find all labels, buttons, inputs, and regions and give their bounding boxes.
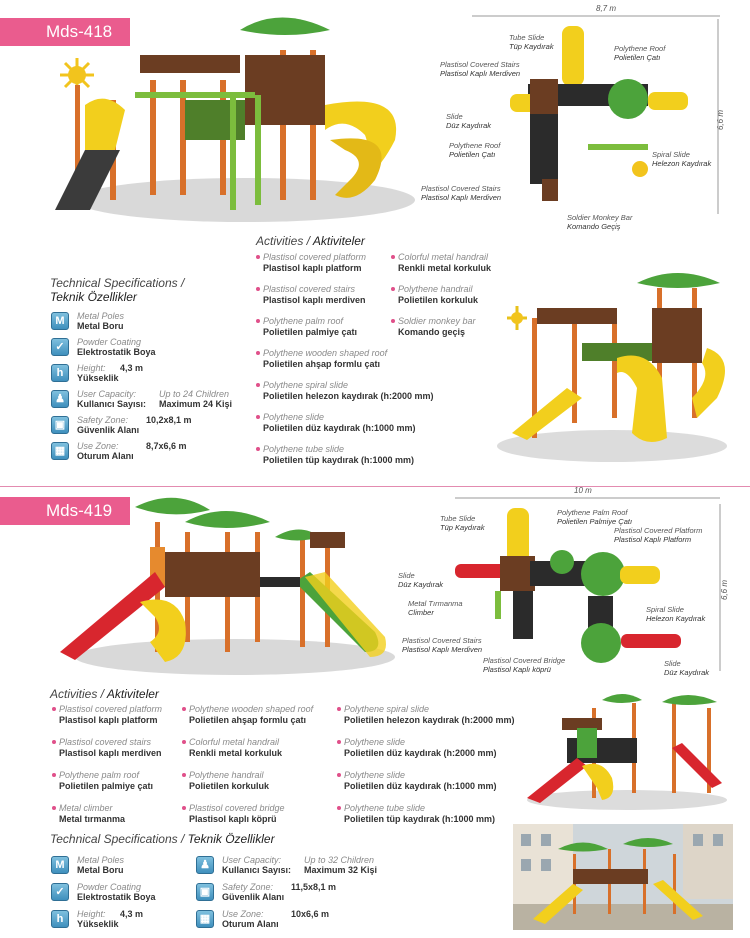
height-icon: h bbox=[51, 364, 69, 382]
safety-zone-icon: ▣ bbox=[51, 416, 69, 434]
spec-value: 10x6,6 m bbox=[291, 909, 330, 919]
metal-pole-icon: M bbox=[51, 856, 69, 874]
plan-view-418 bbox=[472, 15, 720, 214]
spec-value: 10,2x8,1 m bbox=[146, 415, 192, 425]
users-icon: ♟ bbox=[51, 390, 69, 408]
metal-pole-icon: M bbox=[51, 312, 69, 330]
spec-row: ▦ Use Zone:Oturum Alanı 10x6,6 m bbox=[196, 909, 396, 931]
activities-heading: Activities / Aktiviteler bbox=[256, 234, 365, 248]
model-badge: Mds-418 bbox=[0, 18, 130, 46]
spec-value: 4,3 m bbox=[120, 909, 144, 919]
spec-row: ▣ Safety Zone:Güvenlik Alanı 10,2x8,1 m bbox=[51, 415, 251, 437]
spec-value: 8,7x6,6 m bbox=[146, 441, 187, 451]
users-icon: ♟ bbox=[196, 856, 214, 874]
activities-heading: Activities / Aktiviteler bbox=[50, 687, 159, 701]
product-render-419-alt bbox=[527, 694, 727, 810]
paint-brush-icon: ✓ bbox=[51, 883, 69, 901]
spec-row: ▦ Use Zone:Oturum Alanı 8,7x6,6 m bbox=[51, 441, 251, 463]
height-icon: h bbox=[51, 910, 69, 928]
product-render-419 bbox=[60, 497, 395, 675]
installed-photo bbox=[513, 824, 733, 930]
plan-view-419 bbox=[455, 497, 721, 671]
spec-row: h Height:Yükseklik 4,3 m bbox=[51, 363, 251, 385]
spec-value: 4,3 m bbox=[120, 363, 144, 373]
product-render-418-alt bbox=[497, 273, 727, 462]
plan-width-dimension: 10 m bbox=[574, 486, 592, 495]
spec-row: ♟ User Capacity:Kullanıcı Sayısı: Up to … bbox=[196, 855, 396, 877]
section-divider bbox=[0, 486, 750, 487]
spec-row: h Height:Yükseklik 4,3 m bbox=[51, 909, 191, 931]
safety-zone-icon: ▣ bbox=[196, 883, 214, 901]
specs-heading: Technical Specifications / Teknik Özelli… bbox=[50, 832, 275, 846]
spec-row: ▣ Safety Zone:Güvenlik Alanı 11,5x8,1 m bbox=[196, 882, 396, 904]
use-zone-icon: ▦ bbox=[196, 910, 214, 928]
spec-row: ♟ User Capacity:Kullanıcı Sayısı: Up to … bbox=[51, 389, 251, 411]
model-badge: Mds-419 bbox=[0, 497, 130, 525]
paint-brush-icon: ✓ bbox=[51, 338, 69, 356]
spec-value: 11,5x8,1 m bbox=[291, 882, 337, 892]
product-render-418 bbox=[55, 17, 415, 222]
specs-heading: Technical Specifications /Teknik Özellik… bbox=[50, 276, 185, 304]
use-zone-icon: ▦ bbox=[51, 442, 69, 460]
plan-width-dimension: 8,7 m bbox=[596, 4, 617, 13]
